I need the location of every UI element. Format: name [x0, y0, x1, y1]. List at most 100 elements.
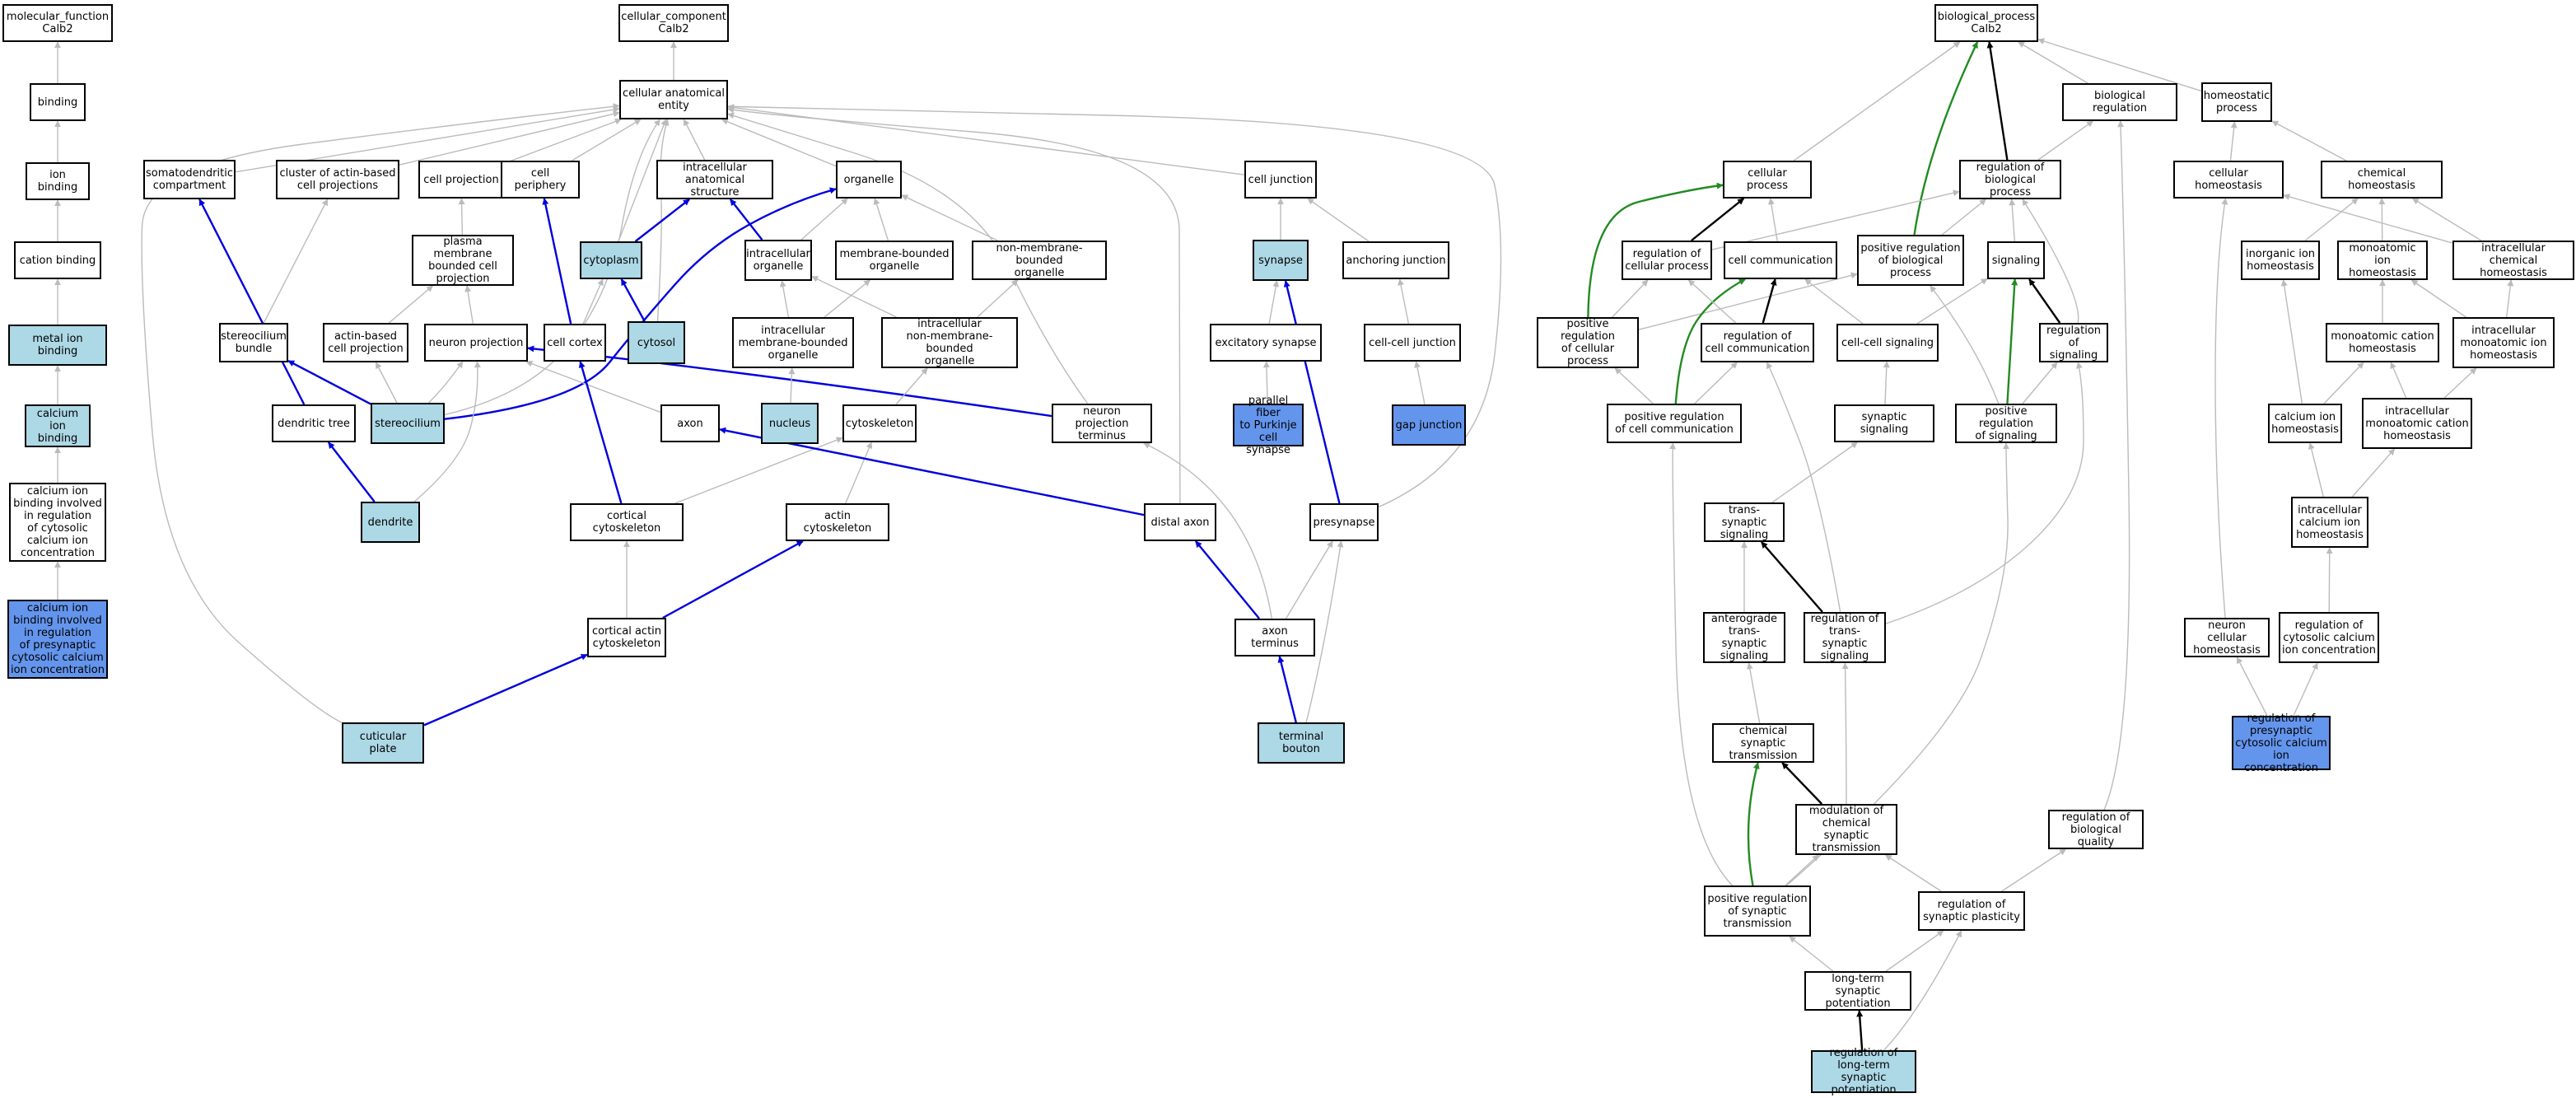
term-node-binding[interactable]: binding: [30, 83, 86, 121]
term-node-gap-junction[interactable]: gap junction: [1392, 404, 1466, 446]
term-node-rbq[interactable]: regulation of biological quality: [2048, 810, 2144, 849]
term-node-anchoring-junction[interactable]: anchoring junction: [1342, 241, 1449, 279]
term-node-cytosol[interactable]: cytosol: [628, 321, 685, 364]
edge-is-a: [2293, 662, 2318, 717]
edge-is-a: [1841, 662, 1849, 805]
term-node-mf-root[interactable]: molecular_function Calb2: [2, 4, 113, 42]
term-node-synaptic-signaling[interactable]: synaptic signaling: [1834, 404, 1934, 442]
term-node-cell-communication[interactable]: cell communication: [1724, 241, 1837, 279]
term-node-ccj[interactable]: cell-cell junction: [1364, 324, 1461, 362]
term-node-nucleus[interactable]: nucleus: [761, 403, 819, 444]
term-node-mch[interactable]: monoatomic cation homeostasis: [2326, 323, 2439, 362]
term-node-chemical-homeostasis[interactable]: chemical homeostasis: [2321, 161, 2443, 199]
term-node-ias[interactable]: intracellular anatomical structure: [656, 160, 773, 199]
term-node-cae[interactable]: cellular anatomical entity: [619, 80, 728, 119]
term-node-rcc[interactable]: regulation of cell communication: [1701, 323, 1814, 362]
term-node-cac[interactable]: cortical actin cytoskeleton: [587, 618, 666, 657]
term-node-dendrite[interactable]: dendrite: [361, 502, 420, 543]
term-node-calcium-ion-binding[interactable]: calcium ion binding: [25, 404, 91, 447]
term-node-presynapse[interactable]: presynapse: [1309, 503, 1379, 541]
term-node-cc-root[interactable]: cellular_component Calb2: [618, 4, 729, 42]
term-node-prcc[interactable]: positive regulation of cell communicatio…: [1607, 404, 1742, 443]
edge-part-of: [198, 199, 306, 405]
term-node-cellular-homeostasis[interactable]: cellular homeostasis: [2173, 161, 2284, 199]
term-node-cytoplasm[interactable]: cytoplasm: [580, 241, 642, 279]
term-node-icch[interactable]: intracellular chemical homeostasis: [2452, 241, 2574, 280]
term-node-cation-binding[interactable]: cation binding: [14, 241, 101, 279]
edge-is-a: [263, 199, 329, 324]
term-node-cytoskeleton[interactable]: cytoskeleton: [842, 404, 917, 442]
term-node-cell-cortex[interactable]: cell cortex: [544, 324, 606, 362]
term-node-mcst[interactable]: modulation of chemical synaptic transmis…: [1795, 804, 1897, 855]
term-node-stereocilium[interactable]: stereocilium: [371, 403, 445, 444]
term-node-cuticular-plate[interactable]: cuticular plate: [342, 722, 424, 764]
term-node-imbo[interactable]: intracellular membrane-bounded organelle: [732, 317, 854, 368]
term-node-metal-ion-binding[interactable]: metal ion binding: [8, 325, 107, 366]
term-node-actin-cytoskeleton[interactable]: actin cytoskeleton: [786, 503, 889, 541]
term-node-calcium-ion-h[interactable]: calcium ion homeostasis: [2268, 404, 2342, 443]
term-node-sdc[interactable]: somatodendritic compartment: [143, 160, 236, 199]
term-node-synapse[interactable]: synapse: [1253, 240, 1309, 281]
term-node-rtss[interactable]: regulation of trans-synaptic signaling: [1804, 612, 1886, 663]
term-node-signaling[interactable]: signaling: [1987, 241, 2045, 279]
edge-is-a: [2214, 198, 2228, 619]
term-node-rltsp[interactable]: regulation of long-term synaptic potenti…: [1811, 1047, 1916, 1096]
edge-is-a: [1307, 198, 1370, 242]
term-node-terminal-bouton[interactable]: terminal bouton: [1258, 722, 1345, 764]
term-node-distal-axon[interactable]: distal axon: [1144, 503, 1216, 541]
term-node-pf-purkinje[interactable]: parallel fiber to Purkinje cell synapse: [1233, 395, 1304, 456]
term-node-axon[interactable]: axon: [660, 404, 720, 442]
term-node-nch[interactable]: neuron cellular homeostasis: [2184, 618, 2270, 657]
term-node-excitatory-synapse[interactable]: excitatory synapse: [1210, 324, 1322, 362]
term-node-cabcp[interactable]: cluster of actin-based cell projections: [276, 160, 399, 199]
term-node-pmbcp[interactable]: plasma membrane bounded cell projection: [412, 235, 514, 286]
term-node-homeostatic-process[interactable]: homeostatic process: [2201, 82, 2272, 122]
term-node-inmbo[interactable]: intracellular non-membrane-bounded organ…: [881, 317, 1018, 368]
term-node-intracellular-organelle[interactable]: intracellular organelle: [744, 240, 812, 281]
term-node-ltsp[interactable]: long-term synaptic potentiation: [1804, 971, 1911, 1011]
term-node-cst[interactable]: chemical synaptic transmission: [1712, 723, 1814, 763]
term-node-atss[interactable]: anterograde trans-synaptic signaling: [1703, 612, 1785, 663]
term-node-prs[interactable]: positive regulation of signaling: [1955, 404, 2057, 443]
edge-is-a: [2018, 41, 2088, 84]
edge-is-a: [683, 119, 706, 161]
term-node-inorganic-ion-h[interactable]: inorganic ion homeostasis: [2241, 241, 2320, 280]
term-node-tss[interactable]: trans-synaptic signaling: [1704, 502, 1785, 542]
term-node-icih[interactable]: intracellular calcium ion homeostasis: [2291, 497, 2368, 548]
term-node-npt[interactable]: neuron projection terminus: [1052, 404, 1152, 443]
term-node-monoatomic-ion-h[interactable]: monoatomic ion homeostasis: [2337, 241, 2428, 280]
term-node-cell-projection[interactable]: cell projection: [418, 161, 504, 199]
term-node-rbp[interactable]: regulation of biological process: [1959, 160, 2061, 199]
term-node-cellular-process[interactable]: cellular process: [1723, 161, 1812, 199]
term-node-prst[interactable]: positive regulation of synaptic transmis…: [1704, 885, 1811, 937]
term-node-biological-regulation[interactable]: biological regulation: [2062, 83, 2177, 121]
term-node-stereocilium-bundle[interactable]: stereocilium bundle: [219, 323, 288, 362]
term-node-rcci[interactable]: regulation of cytosolic calcium ion conc…: [2279, 612, 2379, 663]
term-node-dendritic-tree[interactable]: dendritic tree: [272, 404, 356, 442]
term-node-neuron-projection[interactable]: neuron projection: [424, 324, 528, 362]
term-node-prbp[interactable]: positive regulation of biological proces…: [1857, 235, 1964, 286]
term-node-bp-root[interactable]: biological_process Calb2: [1934, 4, 2038, 42]
term-node-abcp[interactable]: actin-based cell projection: [323, 323, 408, 362]
term-node-nmbo[interactable]: non-membrane-bounded organelle: [972, 241, 1107, 280]
term-node-imch[interactable]: intracellular monoatomic cation homeosta…: [2362, 398, 2472, 449]
edge-part-of: [542, 198, 572, 325]
term-node-reg-signaling[interactable]: regulation of signaling: [2039, 323, 2108, 362]
term-node-axon-terminus[interactable]: axon terminus: [1234, 619, 1315, 656]
term-node-prcp[interactable]: positive regulation of cellular process: [1537, 317, 1639, 368]
edge-is-a: [1687, 279, 1737, 324]
term-node-rsp[interactable]: regulation of synaptic plasticity: [1918, 891, 2025, 931]
edge-is-a: [1638, 272, 1858, 330]
term-node-rpcci[interactable]: regulation of presynaptic cytosolic calc…: [2232, 713, 2331, 774]
term-node-cell-junction[interactable]: cell junction: [1244, 161, 1317, 199]
term-node-ion-binding[interactable]: ion binding: [26, 162, 90, 200]
term-node-ca-bind-presyn[interactable]: calcium ion binding involved in regulati…: [7, 600, 108, 679]
term-node-cell-cell-signaling[interactable]: cell-cell signaling: [1836, 324, 1939, 362]
term-node-rcp[interactable]: regulation of cellular process: [1622, 241, 1712, 280]
term-node-organelle[interactable]: organelle: [836, 161, 902, 199]
term-node-cell-periphery[interactable]: cell periphery: [501, 161, 580, 199]
term-node-cortical-cytoskeleton[interactable]: cortical cytoskeleton: [570, 503, 684, 541]
term-node-mbo[interactable]: membrane-bounded organelle: [835, 241, 954, 280]
term-node-imih[interactable]: intracellular monoatomic ion homeostasis: [2452, 317, 2555, 368]
term-node-ca-bind-cytosolic[interactable]: calcium ion binding involved in regulati…: [9, 483, 106, 562]
